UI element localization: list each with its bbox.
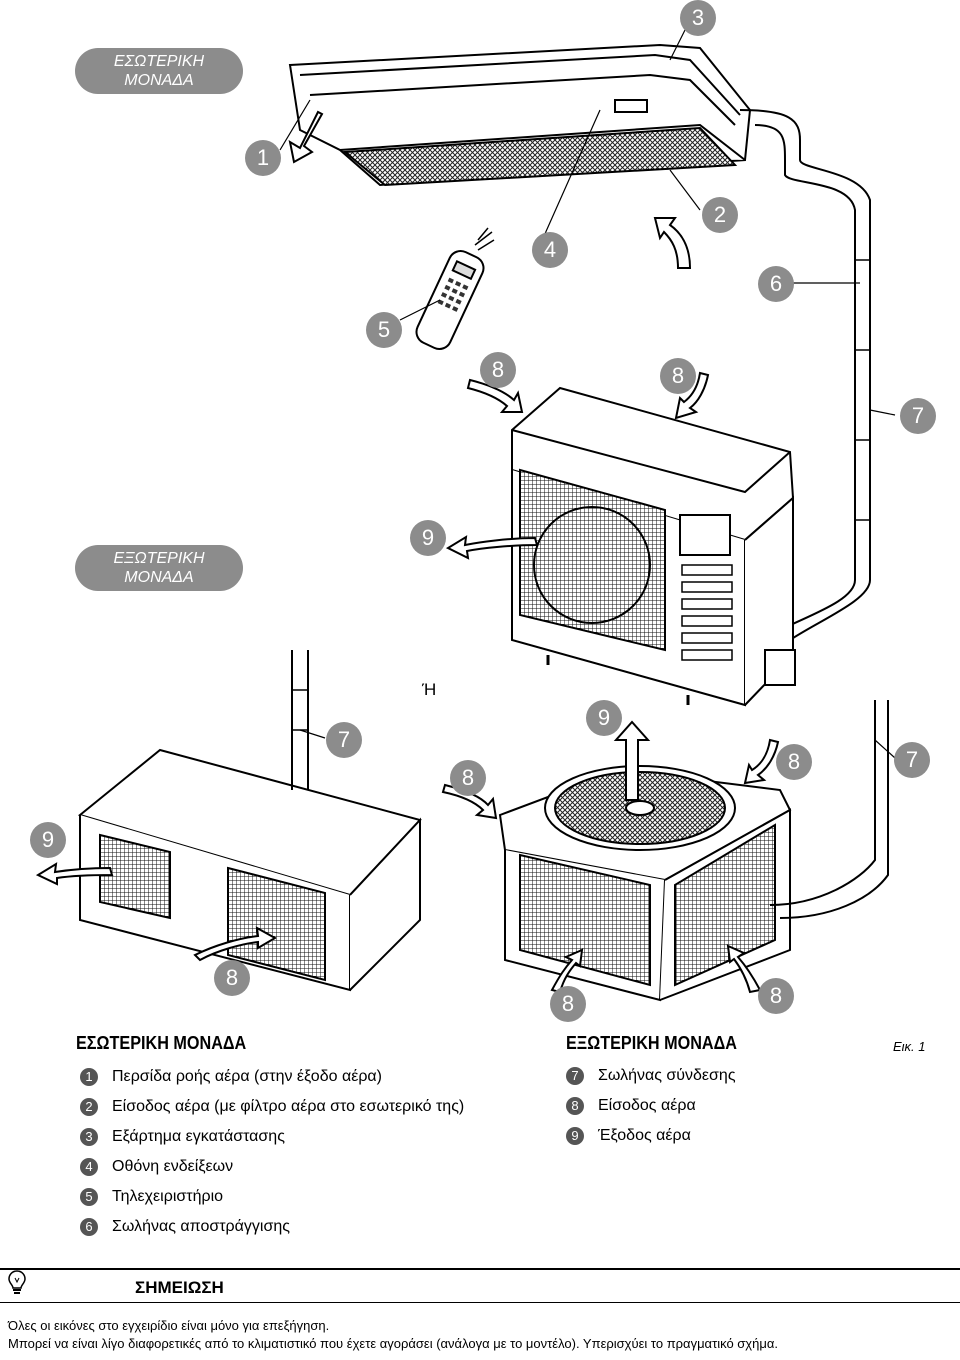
note-line-1: Όλες οι εικόνες στο εγχειρίδιο είναι μόν… (8, 1318, 330, 1333)
badge-2: 2 (80, 1098, 98, 1116)
note-bottom-rule (0, 1302, 960, 1303)
legend-item-8: 8 Είσοδος αέρα (566, 1097, 696, 1115)
badge-7: 7 (566, 1067, 584, 1085)
callout-3: 3 (680, 0, 716, 36)
legend-text-9: Έξοδος αέρα (598, 1127, 691, 1144)
legend-text-3: Εξάρτημα εγκατάστασης (112, 1128, 285, 1145)
callout-6: 6 (758, 266, 794, 302)
badge-3: 3 (80, 1128, 98, 1146)
callout-7: 7 (894, 742, 930, 778)
or-label: Ή (422, 680, 437, 699)
note-title: ΣΗΜΕΙΩΣΗ (135, 1278, 224, 1297)
callout-1: 1 (245, 140, 281, 176)
legend-item-2: 2 Είσοδος αέρα (με φίλτρο αέρα στο εσωτε… (80, 1098, 464, 1116)
outdoor-unit-square (498, 765, 792, 1002)
lightbulb-icon (8, 1270, 26, 1301)
callout-9: 9 (30, 822, 66, 858)
remote-control (415, 250, 485, 350)
legend-item-6: 6 Σωλήνας αποστράγγισης (80, 1218, 290, 1236)
legend-text-7: Σωλήνας σύνδεσης (598, 1067, 736, 1084)
callout-8: 8 (660, 358, 696, 394)
callout-8: 8 (450, 760, 486, 796)
callout-8: 8 (776, 744, 812, 780)
outdoor-unit-label: ΕΞΩΤΕΡΙΚΗ ΜΟΝΑΔΑ (75, 545, 243, 591)
figure-label: Εικ. 1 (893, 1039, 926, 1054)
square-unit-pipe (769, 700, 889, 919)
indoor-pipe (739, 109, 871, 641)
badge-9: 9 (566, 1127, 584, 1145)
badge-6: 6 (80, 1218, 98, 1236)
callout-9: 9 (586, 700, 622, 736)
outdoor-unit-box (77, 748, 422, 992)
legend-item-3: 3 Εξάρτημα εγκατάστασης (80, 1128, 285, 1146)
outdoor-unit-cabinet (511, 386, 796, 707)
legend-item-7: 7 Σωλήνας σύνδεσης (566, 1067, 736, 1085)
callout-7: 7 (900, 398, 936, 434)
air-conditioner-diagram (35, 29, 896, 1002)
note-line-2: Μπορεί να είναι λίγο διαφορετικές από το… (8, 1336, 778, 1351)
legend-item-5: 5 Τηλεχειριστήριο (80, 1188, 223, 1206)
outdoor-unit-label-text: ΕΞΩΤΕΡΙΚΗ ΜΟΝΑΔΑ (113, 550, 205, 586)
legend-text-5: Τηλεχειριστήριο (112, 1188, 224, 1205)
note-top-rule (0, 1268, 960, 1270)
box-unit-pipe (291, 650, 309, 790)
legend-text-8: Είσοδος αέρα (598, 1097, 696, 1114)
legend-item-1: 1 Περσίδα ροής αέρα (στην έξοδο αέρα) (80, 1068, 382, 1086)
callout-2: 2 (702, 197, 738, 233)
callout-8: 8 (758, 978, 794, 1014)
callout-8: 8 (550, 986, 586, 1022)
callout-9: 9 (410, 520, 446, 556)
legend-item-9: 9 Έξοδος αέρα (566, 1127, 691, 1145)
legend-text-2: Είσοδος αέρα (με φίλτρο αέρα στο εσωτερι… (112, 1098, 465, 1115)
legend-text-4: Οθόνη ενδείξεων (112, 1158, 234, 1175)
legend-text-6: Σωλήνας αποστράγγισης (112, 1218, 290, 1235)
indoor-legend-title: ΕΣΩΤΕΡΙΚΗ ΜΟΝΑΔΑ (76, 1033, 247, 1053)
callout-7: 7 (326, 722, 362, 758)
badge-4: 4 (80, 1158, 98, 1176)
legend-item-4: 4 Οθόνη ενδείξεων (80, 1158, 233, 1176)
badge-8: 8 (566, 1097, 584, 1115)
callout-4: 4 (532, 232, 568, 268)
badge-1: 1 (80, 1068, 98, 1086)
outdoor-legend-title: ΕΞΩΤΕΡΙΚΗ ΜΟΝΑΔΑ (566, 1033, 737, 1053)
indoor-unit-label: ΕΣΩΤΕΡΙΚΗ ΜΟΝΑΔΑ (75, 48, 243, 94)
indoor-unit-label-text: ΕΣΩΤΕΡΙΚΗ ΜΟΝΑΔΑ (113, 53, 205, 89)
badge-5: 5 (80, 1188, 98, 1206)
indoor-ceiling-unit (288, 43, 752, 187)
callout-8: 8 (214, 960, 250, 996)
callout-5: 5 (366, 312, 402, 348)
legend-text-1: Περσίδα ροής αέρα (στην έξοδο αέρα) (112, 1068, 382, 1085)
airflow-arrows (35, 110, 780, 994)
callout-8: 8 (480, 352, 516, 388)
